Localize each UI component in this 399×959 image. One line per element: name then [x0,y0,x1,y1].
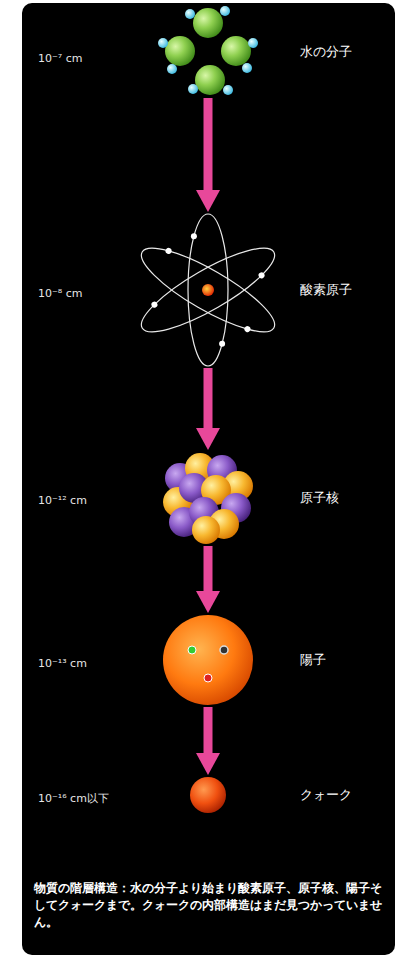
nucleus-figure [163,453,253,544]
scale-label: 10⁻⁸ cm [38,287,82,300]
pink-arrow [204,546,213,591]
caption: 物質の階層構造：水の分子より始まり酸素原子、原子核、陽子そしてクォークまで。クォ… [34,880,384,931]
proton-figure [163,615,253,705]
level-node: 原子核 [162,452,392,544]
level-name: 原子核 [300,490,339,506]
scale-slot: 10⁻⁷ cm [38,47,82,66]
scale-label: 10⁻¹² cm [38,494,87,507]
level-node: クォーク [190,777,392,813]
level-node: 水の分子 [160,8,392,96]
pink-arrow [204,707,213,753]
caption-slot: 物質の階層構造：水の分子より始まり酸素原子、原子核、陽子そしてクォークまで。クォ… [34,880,384,931]
level-name: 水の分子 [300,44,352,60]
level-name: 陽子 [300,652,326,668]
scale-slot: 10⁻⁸ cm [38,282,82,301]
level-name: クォーク [300,787,352,803]
scale-slot: 10⁻¹⁶ cm以下 [38,787,109,806]
atom-figure [132,214,284,366]
scale-label: 10⁻¹⁶ cm以下 [38,792,109,805]
scale-label: 10⁻⁷ cm [38,52,82,65]
quark-figure [190,777,226,813]
level-node: 陽子 [163,615,392,705]
scale-label: 10⁻¹³ cm [38,657,87,670]
level-name: 酸素原子 [300,282,352,298]
pink-arrow [204,98,213,190]
scale-slot: 10⁻¹² cm [38,489,87,508]
scale-slot: 10⁻¹³ cm [38,652,87,671]
pink-arrow [204,368,213,428]
level-node: 酸素原子 [132,214,392,366]
water-molecule-figure [158,6,258,95]
